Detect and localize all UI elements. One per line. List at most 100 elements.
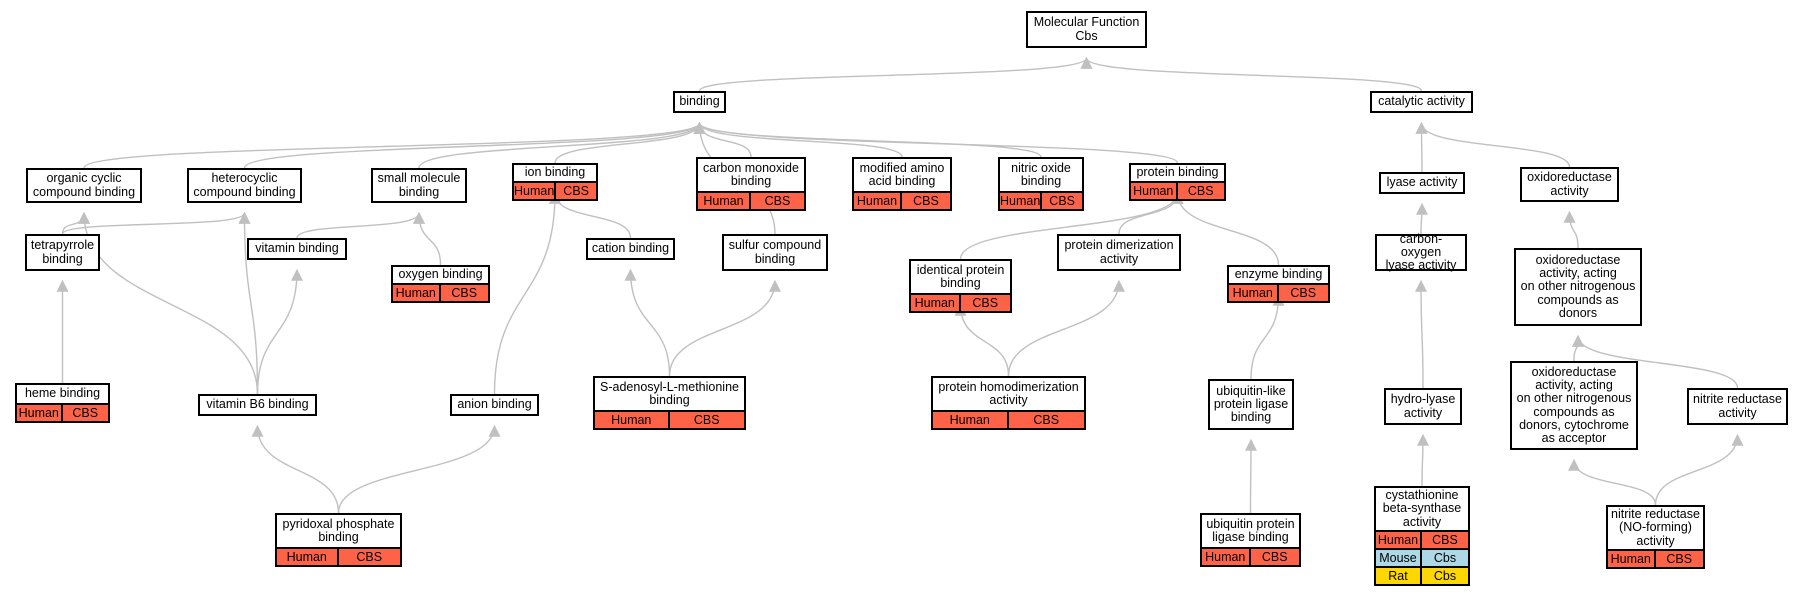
is-a-edge	[1244, 438, 1257, 514]
species-cell[interactable]: Human	[698, 191, 751, 209]
term-label-line: tetrapyrrole	[30, 238, 95, 253]
is-a-edge	[418, 121, 706, 169]
species-cell[interactable]: Human	[393, 283, 441, 301]
gene-cell[interactable]: CBS	[1655, 549, 1703, 567]
species-cell[interactable]: Human	[911, 293, 961, 311]
term-label-line: oxidoreductase	[1531, 365, 1617, 380]
species-cell[interactable]: Human	[514, 181, 557, 199]
go-term-catalytic-activity[interactable]: catalytic activity	[1370, 91, 1473, 113]
go-term-cation-binding[interactable]: cation binding	[586, 238, 675, 260]
gene-cell[interactable]: CBS	[1278, 283, 1328, 301]
species-cell[interactable]: Mouse	[1376, 548, 1422, 566]
term-label-line: activity	[1099, 251, 1139, 266]
gene-cell[interactable]: CBS	[1422, 530, 1468, 548]
is-a-edge	[959, 191, 1184, 260]
is-a-edge	[624, 268, 671, 377]
species-cell[interactable]: Rat	[1376, 566, 1422, 584]
species-cell[interactable]: Human	[1000, 191, 1043, 209]
go-term-binding[interactable]: binding	[673, 91, 726, 113]
gene-cell[interactable]: CBS	[669, 410, 744, 428]
term-label: heme binding	[25, 387, 100, 400]
go-term-ion-binding[interactable]: ion binding	[512, 163, 598, 183]
species-cell[interactable]: Human	[595, 410, 670, 428]
term-label-line: donors	[1558, 305, 1598, 320]
species-cell[interactable]: Human	[1229, 283, 1279, 301]
gene-cell[interactable]: Cbs	[1422, 566, 1468, 584]
gene-cell[interactable]: CBS	[338, 547, 400, 565]
gene-cell[interactable]: CBS	[902, 191, 950, 209]
term-label-line: binding	[679, 94, 720, 109]
gene-cell[interactable]: CBS	[1177, 181, 1224, 199]
gene-cell[interactable]: CBS	[1008, 410, 1084, 428]
species-cell[interactable]: Human	[17, 403, 63, 421]
gene-cell[interactable]: CBS	[440, 283, 488, 301]
gene-cell[interactable]: CBS	[1250, 547, 1299, 565]
species-cell[interactable]: Human	[1376, 530, 1422, 548]
term-label-line: binding	[730, 174, 772, 188]
gene-cell[interactable]: Cbs	[1422, 548, 1468, 566]
species-cell[interactable]: Human	[1131, 181, 1178, 199]
gene-cell[interactable]: CBS	[62, 403, 108, 421]
is-a-edge	[693, 121, 1179, 164]
go-term-vitamin-binding[interactable]: vitamin binding	[247, 238, 347, 260]
term-label-line: activity	[1636, 533, 1675, 548]
is-a-edge	[78, 211, 259, 395]
go-term-anion-binding[interactable]: anion binding	[450, 394, 539, 416]
species-cell[interactable]: Human	[933, 410, 1009, 428]
species-cell[interactable]: Human	[1202, 547, 1251, 565]
go-term-enzyme-binding[interactable]: enzyme binding	[1227, 265, 1330, 285]
gene-cell[interactable]: CBS	[1042, 191, 1082, 209]
go-term-nitrite-reductase-no[interactable]: nitrite reductase(NO-forming)activity	[1606, 505, 1705, 551]
species-cell[interactable]: Human	[277, 547, 339, 565]
species-cell[interactable]: Human	[854, 191, 902, 209]
is-a-edge	[1568, 458, 1657, 506]
term-label-line: compounds as	[1533, 404, 1615, 419]
is-a-edge	[1171, 191, 1280, 266]
term-label-line: beta-synthase	[1382, 501, 1462, 516]
is-a-edge	[1415, 121, 1428, 173]
go-term-heme-binding[interactable]: heme binding	[15, 383, 110, 405]
go-term-protein-binding[interactable]: protein binding	[1129, 163, 1226, 183]
go-term-lyase-activity[interactable]: lyase activity	[1379, 172, 1465, 194]
gene-cell[interactable]: CBS	[960, 293, 1010, 311]
term-label: enzyme binding	[1235, 268, 1323, 281]
go-term-oxygen-binding[interactable]: oxygen binding	[391, 265, 490, 285]
term-label-line: oxidoreductase	[1535, 253, 1621, 268]
species-cell[interactable]: Human	[1608, 549, 1656, 567]
term-label-line: small molecule	[377, 171, 461, 186]
gene-cell[interactable]: CBS	[556, 181, 596, 199]
gene-cell[interactable]: CBS	[751, 191, 804, 209]
go-term-vitamin-b6[interactable]: vitamin B6 binding	[198, 394, 317, 416]
term-label-line: protein ligase	[1213, 396, 1289, 411]
term-label-line: activity, acting	[1539, 266, 1617, 281]
